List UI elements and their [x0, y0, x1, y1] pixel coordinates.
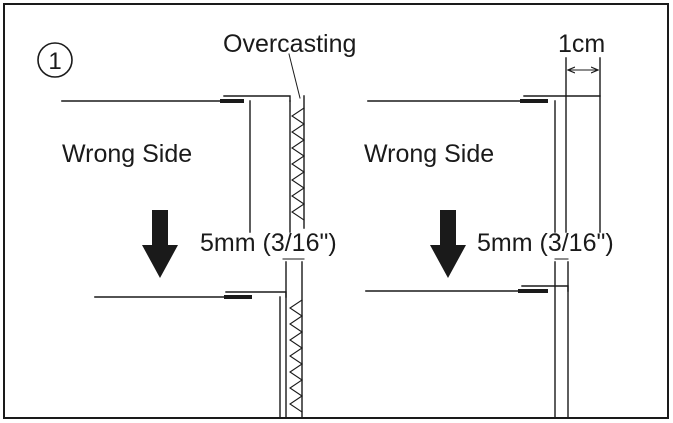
- overcasting-label: Overcasting: [223, 30, 356, 58]
- right-down-arrow-icon: [430, 210, 466, 278]
- step-circle: [37, 42, 73, 78]
- left-wrong-side-label: Wrong Side: [62, 140, 192, 168]
- left-panel: Wrong Side 5mm (3/16") Overcasting: [61, 30, 356, 419]
- diagram-frame: [3, 3, 669, 419]
- cm-label: 1cm: [558, 30, 605, 58]
- left-measure-label: 5mm (3/16"): [200, 229, 337, 257]
- right-panel: 1cm Wrong Side 5mm (3/16"): [364, 30, 614, 419]
- right-measure-label: 5mm (3/16"): [477, 229, 614, 257]
- left-overcast-zigzag-bottom: [289, 299, 303, 413]
- left-down-arrow-icon: [142, 210, 178, 278]
- left-overcast-zigzag-top: [291, 107, 305, 221]
- left-top-fold-outline: [223, 95, 291, 102]
- right-wrong-side-label: Wrong Side: [364, 140, 494, 168]
- step-number: 1: [48, 48, 61, 75]
- step-badge: 1: [37, 42, 73, 78]
- overcasting-leader: [288, 53, 301, 99]
